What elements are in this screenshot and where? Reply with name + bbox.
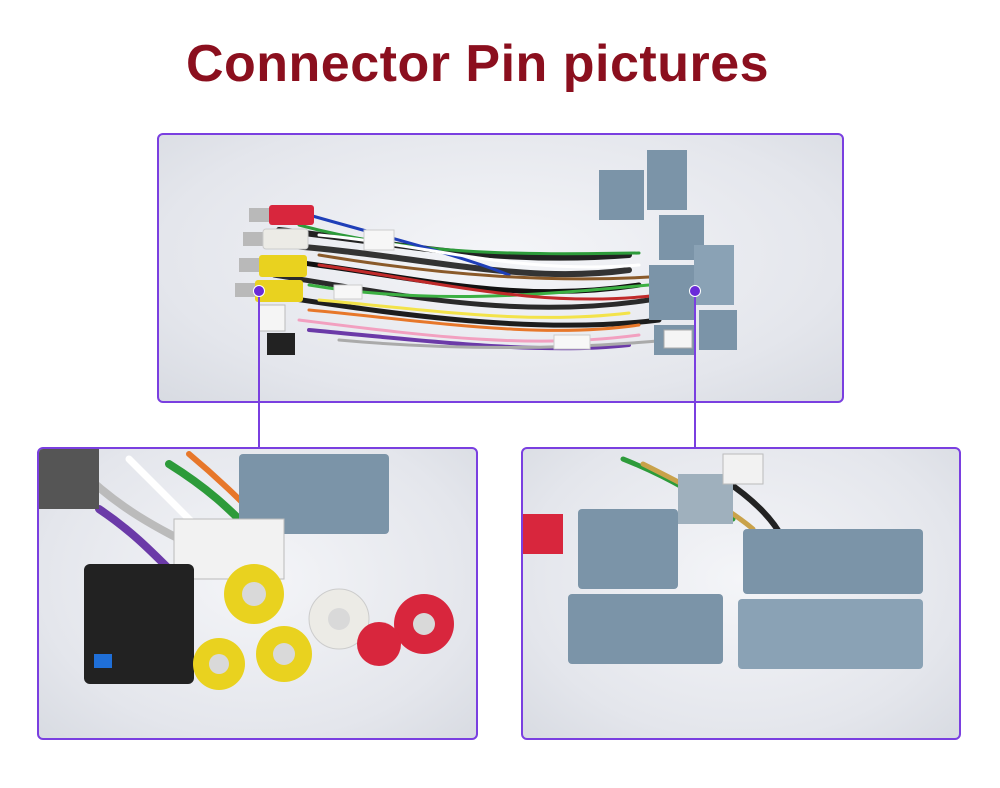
- wire-tag: [363, 229, 395, 251]
- leader-dot-right: [689, 285, 701, 297]
- leader-line-right: [694, 290, 696, 447]
- page-title: Connector Pin pictures: [185, 35, 770, 93]
- grey-connector: [568, 594, 723, 664]
- rca-plugs-group: [193, 564, 454, 690]
- leader-line-left: [258, 290, 260, 447]
- leader-dot-left: [253, 285, 265, 297]
- vehicle-connectors-photo-panel: [521, 447, 961, 740]
- vehicle-connectors-illustration: [523, 453, 923, 669]
- grey-connector: [578, 509, 678, 589]
- harness-illustration: [235, 150, 737, 355]
- rca-plugs-group: [235, 205, 314, 302]
- harness-photo-panel: [157, 133, 844, 403]
- grey-connector: [738, 599, 923, 669]
- iso-rca-photo-panel: [37, 447, 478, 740]
- iso-rca-illustration: [39, 449, 454, 690]
- grey-connector: [743, 529, 923, 594]
- vehicle-connectors-group: [599, 150, 737, 355]
